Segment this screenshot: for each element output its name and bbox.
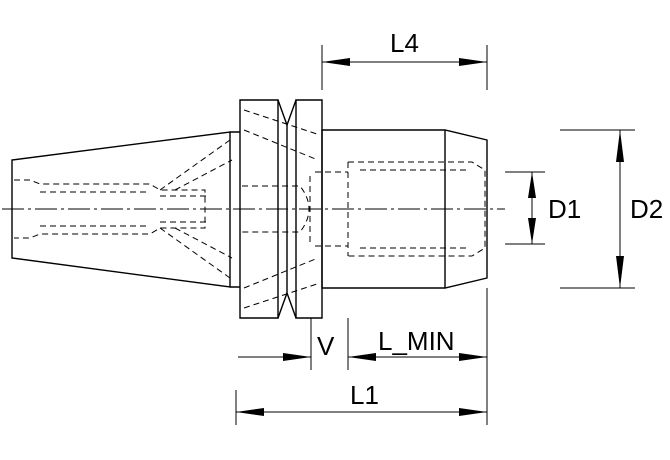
flange bbox=[230, 99, 323, 319]
dimension-d2: D2 bbox=[560, 129, 663, 289]
dim-label-l4: L4 bbox=[390, 28, 419, 58]
dim-label-l-min: L_MIN bbox=[378, 326, 455, 356]
dimension-d1: D1 bbox=[505, 171, 581, 245]
pull-stud-bore-hidden bbox=[14, 139, 233, 279]
dim-label-v: V bbox=[317, 331, 335, 361]
dim-label-d1: D1 bbox=[548, 194, 581, 224]
dimension-l4: L4 bbox=[321, 28, 488, 90]
dim-label-l1: L1 bbox=[350, 380, 379, 410]
dim-label-d2: D2 bbox=[630, 194, 663, 224]
dimension-l1: L1 bbox=[235, 380, 487, 425]
dimension-v-lmin: V L_MIN bbox=[238, 288, 488, 425]
collet-bore-hidden bbox=[242, 161, 486, 257]
chuck-body bbox=[321, 129, 488, 289]
